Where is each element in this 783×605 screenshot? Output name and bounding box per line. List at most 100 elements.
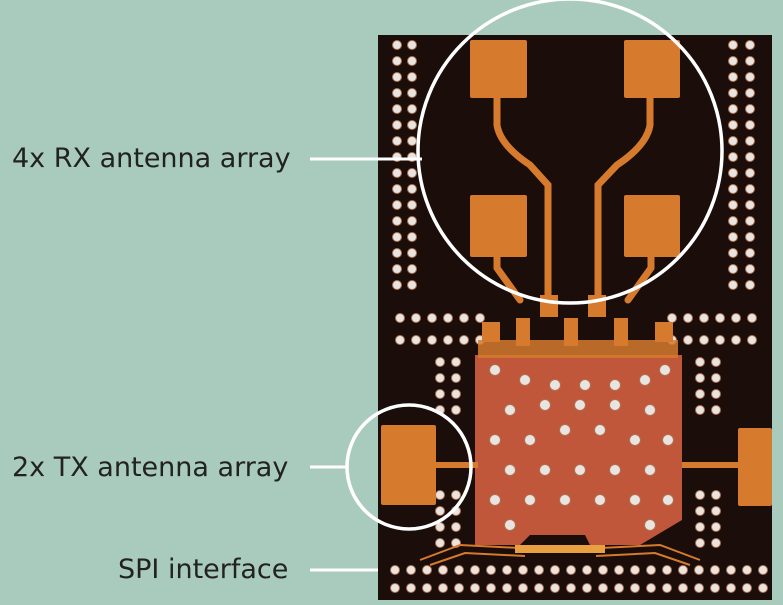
via-dot [728,264,738,274]
chip-top-rim [478,340,678,358]
via-dot [710,583,720,593]
via-dot [489,434,501,446]
via-dot [711,538,721,548]
via-dot [407,184,417,194]
via-dot [728,152,738,162]
via-dot [745,120,755,130]
via-dot [451,522,461,532]
label-rx-antenna-array: 4x RX antenna array [12,143,291,174]
via-dot [609,464,621,476]
via-dot [695,522,705,532]
rx-antenna-patches [470,40,680,257]
via-dot [407,264,417,274]
via-dot [695,506,705,516]
via-dot [392,56,402,66]
via-dot [745,232,755,242]
via-dot [489,364,501,376]
tx-antenna-left [381,425,436,505]
label-spi-interface: SPI interface [118,554,289,585]
via-dot [582,583,592,593]
via-dot [524,434,536,446]
via-dot [443,313,453,323]
via-dot [609,399,621,411]
via-dot [728,120,738,130]
via-dot [731,313,741,323]
via-dot [438,565,448,575]
via-dot [470,565,480,575]
via-dot [395,313,405,323]
via-dot [550,565,560,575]
via-dot [659,364,671,376]
via-dot [715,313,725,323]
via-dot [728,40,738,50]
via-dot [667,313,677,323]
via-dot [662,434,674,446]
via-dot [745,104,755,114]
spi-pads [515,545,605,553]
radar-chip [475,355,682,545]
via-dot [435,357,445,367]
via-dot [390,583,400,593]
rx-highlight-circle [416,0,724,305]
via-dot [745,136,755,146]
via-dot [745,248,755,258]
via-dot [745,200,755,210]
via-dot [694,565,704,575]
via-dot [745,280,755,290]
via-dot [435,506,445,516]
via-dot [695,538,705,548]
via-dot [395,335,405,345]
via-dot [518,565,528,575]
via-dot [728,232,738,242]
via-dot [392,200,402,210]
via-dot [392,216,402,226]
via-dot [422,565,432,575]
via-dot [392,88,402,98]
via-dot [550,583,560,593]
tx-antennas [381,425,772,506]
via-dot [489,494,501,506]
via-dot [392,232,402,242]
via-dot [745,264,755,274]
via-dot [678,583,688,593]
tx-antenna-right [738,428,772,506]
via-dot [579,379,591,391]
via-dot [695,405,705,415]
via-dot [407,200,417,210]
via-dot [639,374,651,386]
via-dot [524,494,536,506]
via-dot [699,313,709,323]
via-dot [731,335,741,345]
via-dot [392,168,402,178]
via-dot [662,583,672,593]
via-dot [443,335,453,345]
via-dot [758,565,768,575]
via-dot [594,424,606,436]
via-dot [539,464,551,476]
via-grid [390,40,768,593]
via-dot [745,168,755,178]
via-dot [695,389,705,399]
via-dot [630,583,640,593]
via-dot [710,565,720,575]
via-dot [614,565,624,575]
via-dot [392,184,402,194]
via-dot [745,88,755,98]
via-dot [699,335,709,345]
via-dot [574,399,586,411]
via-dot [566,565,576,575]
via-dot [435,373,445,383]
via-dot [451,405,461,415]
via-dot [728,168,738,178]
via-dot [502,583,512,593]
via-dot [422,583,432,593]
via-dot [407,248,417,258]
via-dot [745,56,755,66]
via-dot [609,379,621,391]
tx-feed-left [436,462,478,468]
via-dot [407,88,417,98]
rx-antenna-2 [624,40,680,98]
via-dot [427,335,437,345]
spi-traces [419,543,701,566]
